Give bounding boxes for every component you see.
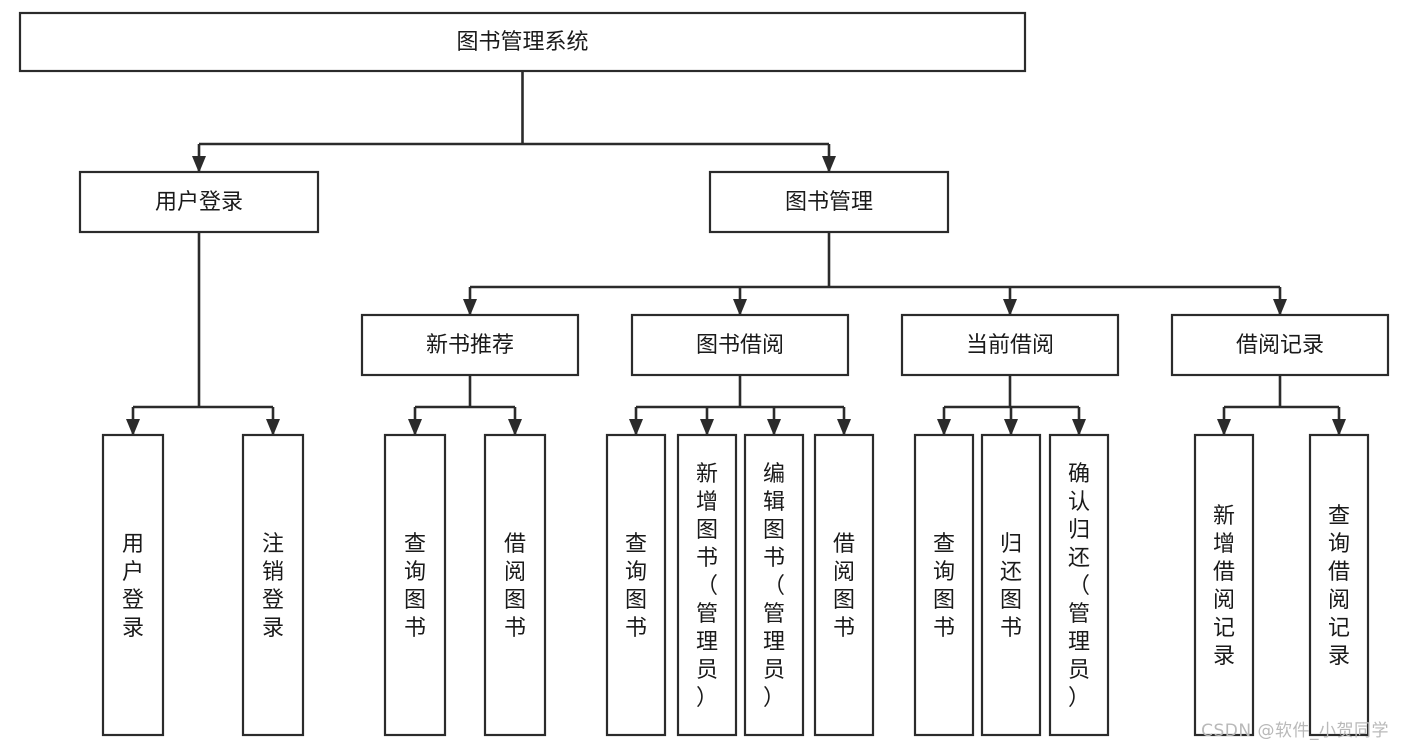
- arrow-head-icon: [126, 419, 140, 436]
- arrow-head-icon: [192, 156, 206, 173]
- node-user-login-leaf[interactable]: 用户登录: [101, 433, 165, 737]
- arrow-head-icon: [1003, 299, 1017, 316]
- node-box-borrow-add-book-admin: [676, 433, 738, 737]
- node-layer: 图书管理系统用户登录用户登录注销登录图书管理新书推荐查询图书借阅图书图书借阅查询…: [18, 11, 1390, 737]
- node-box-current-confirm-return-admin: [1048, 433, 1110, 737]
- node-label-borrow-borrow-book: 借阅图书: [833, 532, 855, 641]
- node-label-recommend-borrow-book: 借阅图书: [504, 532, 526, 641]
- node-recommend-borrow-book[interactable]: 借阅图书: [483, 433, 547, 737]
- arrow-head-icon: [767, 419, 781, 436]
- node-box-current-return-book: [980, 433, 1042, 737]
- node-box-logout-leaf: [241, 433, 305, 737]
- node-recommend-query-book[interactable]: 查询图书: [383, 433, 447, 737]
- node-box-borrow-query-book: [605, 433, 667, 737]
- node-label-records-add-record: 新增借阅记录: [1213, 504, 1235, 669]
- node-label-borrow-add-book-admin: 新增图书（管理员）: [696, 462, 718, 711]
- arrow-head-icon: [733, 299, 747, 316]
- node-current-query-book[interactable]: 查询图书: [913, 433, 975, 737]
- node-label-borrow-edit-book-admin: 编辑图书（管理员）: [763, 462, 785, 711]
- node-label-book-borrow: 图书借阅: [696, 333, 784, 358]
- node-label-recommend-query-book: 查询图书: [404, 532, 426, 641]
- node-current-return-book[interactable]: 归还图书: [980, 433, 1042, 737]
- arrow-head-icon: [700, 419, 714, 436]
- node-box-root: [18, 11, 1027, 73]
- arrow-head-icon: [937, 419, 951, 436]
- arrow-head-icon: [266, 419, 280, 436]
- node-label-current-query-book: 查询图书: [933, 532, 955, 641]
- node-root[interactable]: 图书管理系统: [18, 11, 1027, 73]
- arrow-head-icon: [822, 156, 836, 173]
- node-box-records-add-record: [1193, 433, 1255, 737]
- arrow-head-icon: [1273, 299, 1287, 316]
- arrow-head-icon: [629, 419, 643, 436]
- arrow-head-icon: [508, 419, 522, 436]
- node-label-current-borrow: 当前借阅: [966, 333, 1054, 358]
- node-box-borrow-edit-book-admin: [743, 433, 805, 737]
- arrow-head-icon: [463, 299, 477, 316]
- node-user-login[interactable]: 用户登录: [78, 170, 320, 234]
- node-label-borrow-query-book: 查询图书: [625, 532, 647, 641]
- arrow-head-icon: [1072, 419, 1086, 436]
- node-box-current-query-book: [913, 433, 975, 737]
- node-current-borrow[interactable]: 当前借阅: [900, 313, 1120, 377]
- node-box-current-borrow: [900, 313, 1120, 377]
- node-borrow-add-book-admin[interactable]: 新增图书（管理员）: [676, 433, 738, 737]
- arrow-head-icon: [1217, 419, 1231, 436]
- arrow-head-icon: [408, 419, 422, 436]
- node-label-borrow-records: 借阅记录: [1236, 333, 1324, 358]
- node-label-book-management: 图书管理: [785, 190, 873, 215]
- node-box-borrow-records: [1170, 313, 1390, 377]
- node-label-new-book-recommend: 新书推荐: [426, 333, 514, 358]
- node-records-add-record[interactable]: 新增借阅记录: [1193, 433, 1255, 737]
- arrow-head-icon: [1332, 419, 1346, 436]
- node-box-user-login-leaf: [101, 433, 165, 737]
- node-box-recommend-borrow-book: [483, 433, 547, 737]
- node-borrow-borrow-book[interactable]: 借阅图书: [813, 433, 875, 737]
- node-new-book-recommend[interactable]: 新书推荐: [360, 313, 580, 377]
- node-label-current-return-book: 归还图书: [1000, 532, 1022, 641]
- node-box-recommend-query-book: [383, 433, 447, 737]
- node-book-borrow[interactable]: 图书借阅: [630, 313, 850, 377]
- node-label-logout-leaf: 注销登录: [262, 532, 284, 641]
- node-borrow-query-book[interactable]: 查询图书: [605, 433, 667, 737]
- node-label-user-login-leaf: 用户登录: [122, 532, 144, 641]
- node-logout-leaf[interactable]: 注销登录: [241, 433, 305, 737]
- node-borrow-records[interactable]: 借阅记录: [1170, 313, 1390, 377]
- arrow-head-icon: [837, 419, 851, 436]
- connector-layer: [126, 71, 1346, 436]
- node-box-borrow-borrow-book: [813, 433, 875, 737]
- node-records-query-record[interactable]: 查询借阅记录: [1308, 433, 1370, 737]
- node-box-records-query-record: [1308, 433, 1370, 737]
- node-label-current-confirm-return-admin: 确认归还（管理员）: [1068, 462, 1090, 711]
- node-box-new-book-recommend: [360, 313, 580, 377]
- node-label-root: 图书管理系统: [456, 30, 588, 55]
- node-label-user-login: 用户登录: [155, 190, 243, 215]
- node-borrow-edit-book-admin[interactable]: 编辑图书（管理员）: [743, 433, 805, 737]
- node-current-confirm-return-admin[interactable]: 确认归还（管理员）: [1048, 433, 1110, 737]
- node-book-management[interactable]: 图书管理: [708, 170, 950, 234]
- arrow-head-icon: [1004, 419, 1018, 436]
- node-label-records-query-record: 查询借阅记录: [1328, 504, 1350, 669]
- node-box-book-management: [708, 170, 950, 234]
- node-box-user-login: [78, 170, 320, 234]
- node-box-book-borrow: [630, 313, 850, 377]
